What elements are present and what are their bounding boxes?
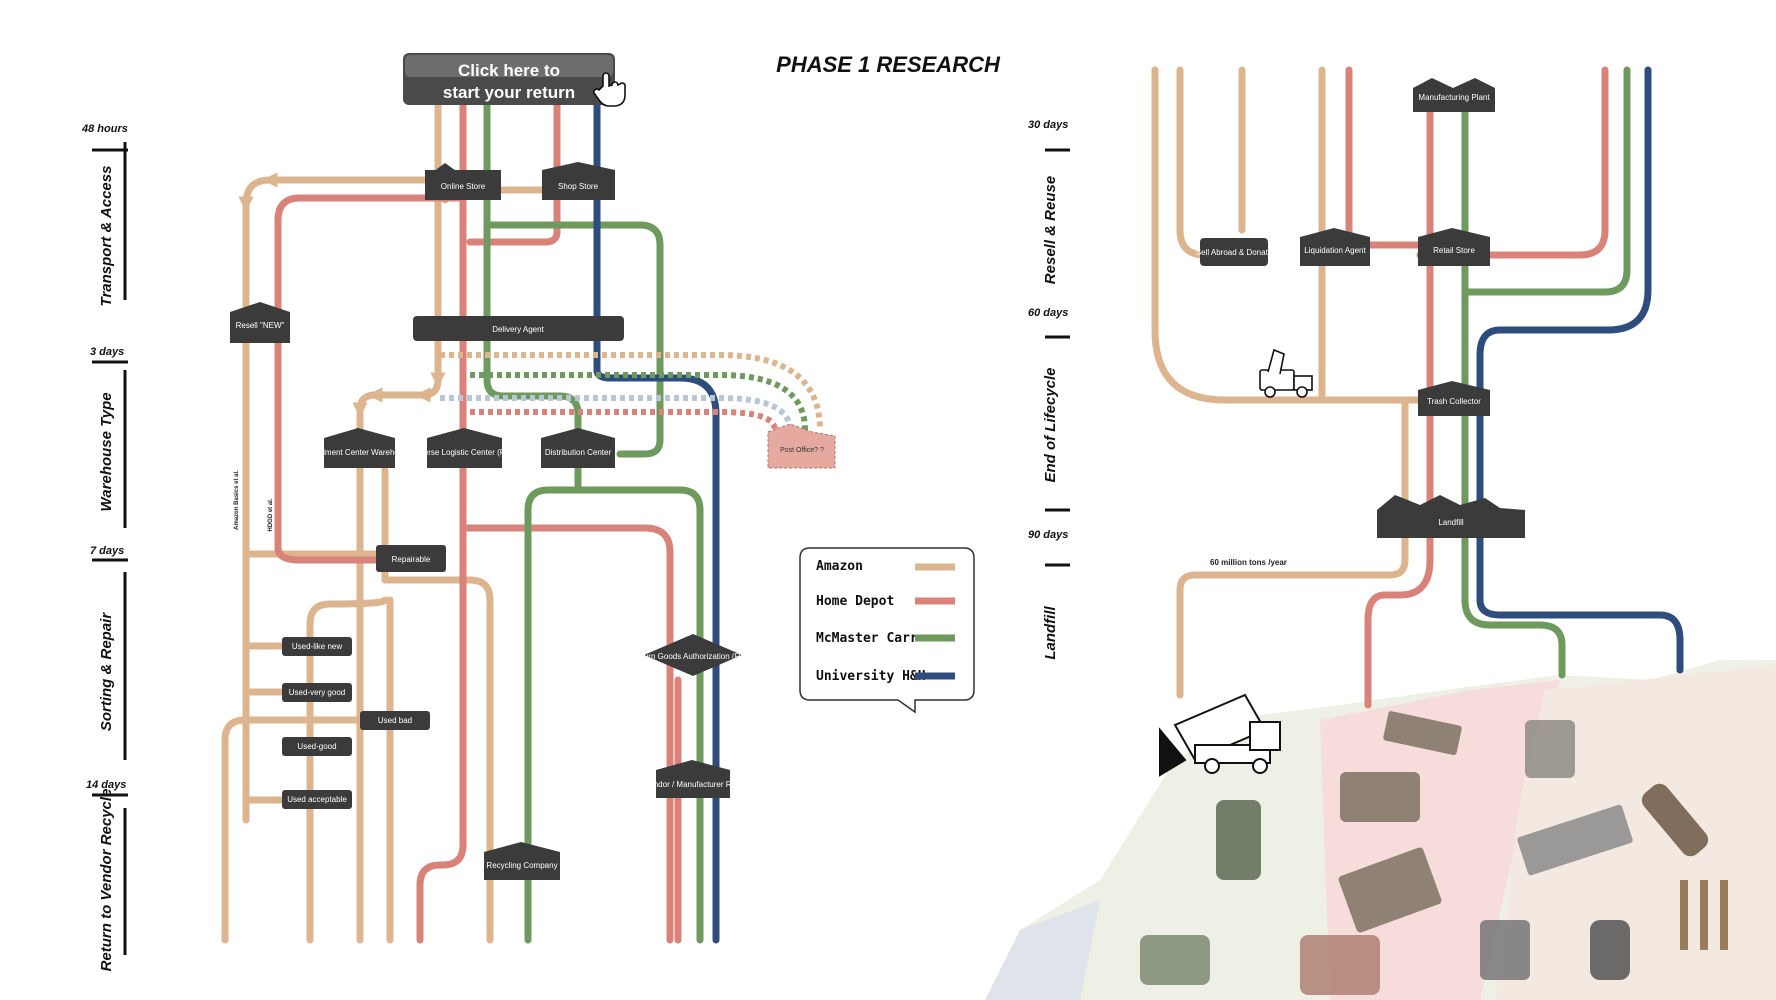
node-shop-store: Shop Store bbox=[542, 162, 615, 200]
start-return-button-line2: start your return bbox=[443, 83, 575, 102]
node-used-like-new: Used-like new bbox=[282, 637, 352, 656]
svg-text:Fulfillment Center Warehouse: Fulfillment Center Warehouse bbox=[306, 448, 412, 457]
svg-text:Vendor / Manufacturer RTV: Vendor / Manufacturer RTV bbox=[644, 780, 742, 789]
node-used-bad: Used bad bbox=[360, 711, 430, 730]
node-liquidation-agent: Liquidation Agent bbox=[1300, 228, 1370, 266]
svg-text:Online Store: Online Store bbox=[441, 182, 486, 191]
right-timeline: 30 days 60 days 90 days Resell & Reuse E… bbox=[1028, 119, 1070, 660]
time-60-days: 60 days bbox=[1028, 307, 1068, 319]
left-timeline: 48 hours 3 days 7 days 14 days Transport… bbox=[81, 123, 128, 971]
node-resell-new: Resell "NEW" bbox=[230, 302, 290, 343]
svg-text:Retail Store: Retail Store bbox=[1433, 246, 1475, 255]
node-reverse-logistic-center: Reverse Logistic Center (RLC) bbox=[410, 428, 519, 468]
node-delivery-agent: Delivery Agent bbox=[413, 316, 624, 341]
time-30-days: 30 days bbox=[1028, 119, 1068, 131]
legend-university: University H&H bbox=[816, 669, 926, 684]
dump-truck-icon bbox=[1159, 693, 1281, 777]
landfill-collage bbox=[985, 660, 1776, 1000]
node-used-acceptable: Used acceptable bbox=[282, 790, 352, 809]
svg-text:Liquidation Agent: Liquidation Agent bbox=[1304, 246, 1366, 255]
right-mcmaster-flow-lines bbox=[1461, 66, 1631, 679]
hand-cursor-icon bbox=[593, 72, 626, 107]
svg-text:Shop Store: Shop Store bbox=[558, 182, 599, 191]
svg-text:Landfill: Landfill bbox=[1438, 518, 1464, 527]
side-label-amazon: Amazon Basics et al. bbox=[234, 470, 240, 530]
legend: Amazon Home Depot McMaster Carr Universi… bbox=[799, 547, 975, 714]
svg-text:Recycling Company: Recycling Company bbox=[486, 861, 557, 870]
svg-text:Used-very good: Used-very good bbox=[289, 688, 345, 697]
svg-text:Return Goods Authorization (RG: Return Goods Authorization (RGA) bbox=[631, 652, 755, 661]
section-return-vendor-recycle: Return to Vendor Recycle bbox=[98, 789, 115, 972]
svg-text:Resell "NEW": Resell "NEW" bbox=[236, 321, 285, 330]
svg-text:Repairable: Repairable bbox=[392, 555, 431, 564]
post-office-dotted-paths bbox=[440, 352, 823, 431]
node-recycling-company: Recycling Company bbox=[484, 842, 560, 880]
node-fulfillment-center: Fulfillment Center Warehouse bbox=[306, 428, 412, 468]
legend-home-depot: Home Depot bbox=[816, 594, 894, 609]
section-warehouse-type: Warehouse Type bbox=[98, 392, 115, 511]
section-transport-access: Transport & Access bbox=[98, 166, 115, 307]
home-depot-flow-lines bbox=[274, 101, 682, 944]
svg-text:Reverse Logistic Center (RLC): Reverse Logistic Center (RLC) bbox=[410, 448, 519, 457]
svg-text:Used bad: Used bad bbox=[378, 716, 412, 725]
start-return-button-line1: Click here to bbox=[458, 61, 560, 80]
landfill-note: 60 million tons /year bbox=[1210, 558, 1287, 567]
side-label-hdgd: HDGD et al. bbox=[268, 498, 274, 531]
time-3-days: 3 days bbox=[90, 346, 124, 358]
node-repairable: Repairable bbox=[376, 545, 446, 572]
start-return-button[interactable]: Click here to start your return bbox=[403, 53, 615, 105]
node-trash-collector: Trash Collector bbox=[1418, 381, 1490, 416]
node-used-very-good: Used-very good bbox=[282, 683, 352, 702]
svg-text:Manufacturing Plant: Manufacturing Plant bbox=[1418, 93, 1490, 102]
time-48-hours: 48 hours bbox=[81, 123, 128, 135]
node-online-store: Online Store bbox=[425, 163, 501, 200]
mcmaster-flow-lines bbox=[483, 101, 704, 944]
node-distribution-center: Distribution Center bbox=[541, 428, 615, 468]
legend-mcmaster: McMaster Carr bbox=[816, 631, 918, 646]
svg-text:Used-like new: Used-like new bbox=[292, 642, 342, 651]
node-rga: Return Goods Authorization (RGA) bbox=[631, 634, 755, 676]
time-14-days: 14 days bbox=[86, 779, 126, 791]
section-resell-reuse: Resell & Reuse bbox=[1042, 176, 1059, 284]
node-retail-store: Retail Store bbox=[1418, 228, 1490, 266]
time-90-days: 90 days bbox=[1028, 529, 1068, 541]
section-end-of-lifecycle: End of Lifecycle bbox=[1042, 367, 1059, 482]
node-landfill: Landfill bbox=[1377, 495, 1525, 538]
time-7-days: 7 days bbox=[90, 545, 124, 557]
node-post-office: Post Office? ? bbox=[767, 423, 836, 469]
node-vendor-rtv: Vendor / Manufacturer RTV bbox=[644, 760, 742, 798]
svg-text:Post Office? ?: Post Office? ? bbox=[780, 447, 824, 454]
svg-text:Used acceptable: Used acceptable bbox=[287, 795, 347, 804]
svg-text:Delivery Agent: Delivery Agent bbox=[492, 325, 544, 334]
garbage-truck-icon bbox=[1259, 348, 1313, 398]
svg-text:Used-good: Used-good bbox=[297, 742, 336, 751]
svg-text:Trash Collector: Trash Collector bbox=[1427, 397, 1481, 406]
node-sell-abroad-donate: Sell Abroad & Donate bbox=[1196, 238, 1273, 266]
svg-text:Distribution Center: Distribution Center bbox=[545, 448, 612, 457]
node-used-good: Used-good bbox=[282, 737, 352, 756]
section-sorting-repair: Sorting & Repair bbox=[98, 612, 115, 732]
page-title: PHASE 1 RESEARCH bbox=[776, 52, 1001, 77]
node-manufacturing-plant: Manufacturing Plant bbox=[1413, 78, 1495, 112]
legend-amazon: Amazon bbox=[816, 559, 863, 574]
section-landfill: Landfill bbox=[1042, 606, 1059, 660]
right-university-flow-lines bbox=[1476, 66, 1684, 674]
svg-text:Sell Abroad & Donate: Sell Abroad & Donate bbox=[1196, 248, 1273, 257]
